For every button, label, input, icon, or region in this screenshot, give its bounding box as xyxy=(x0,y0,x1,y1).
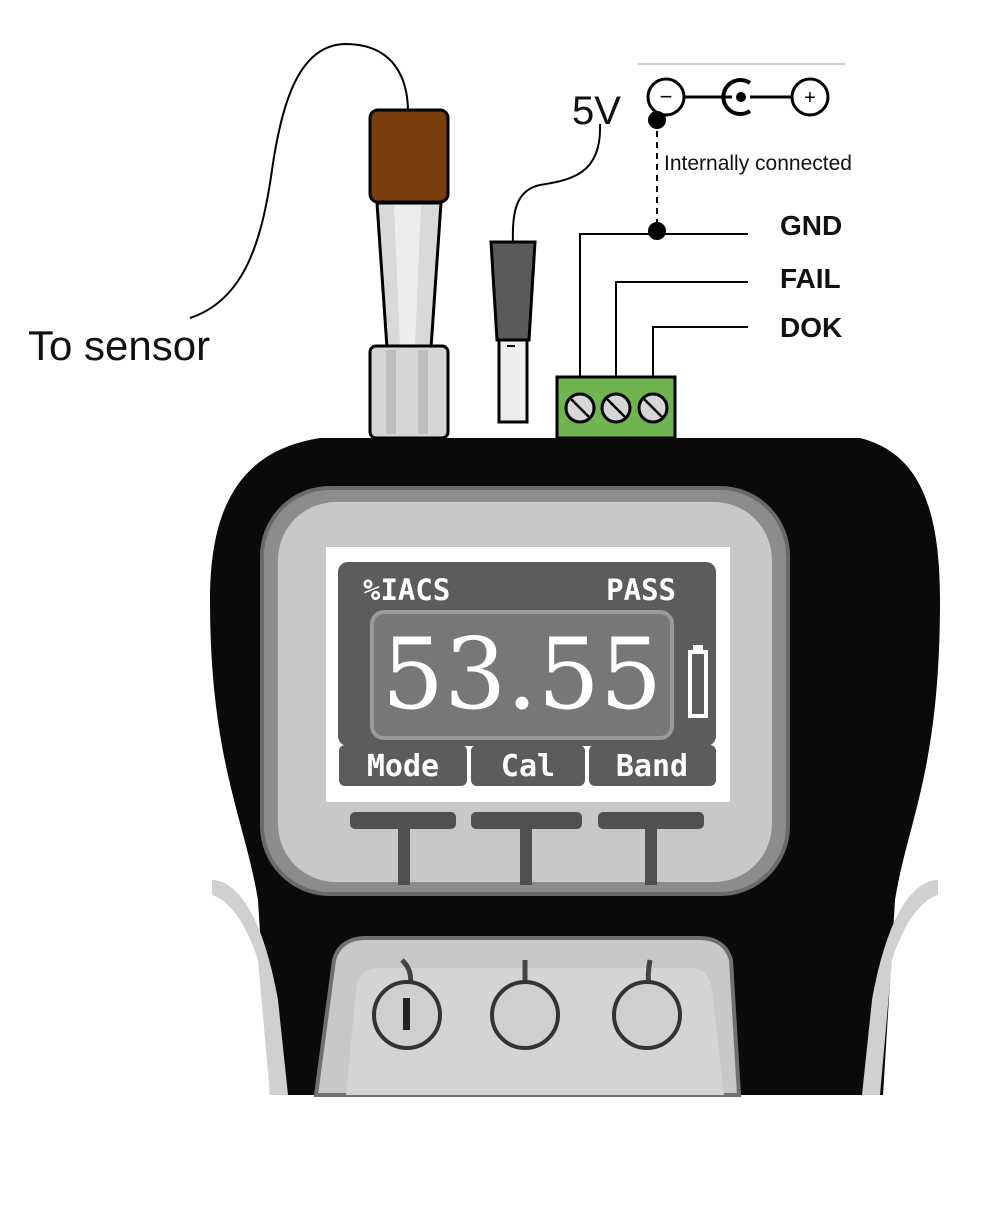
center-pin-icon xyxy=(721,78,752,116)
softkey-cal[interactable] xyxy=(471,745,585,786)
screw-fail-icon xyxy=(600,392,632,424)
minus-terminal-icon xyxy=(646,77,686,117)
power-icon xyxy=(403,998,410,1030)
softkey-band-label: Band xyxy=(616,749,688,784)
power-cable xyxy=(511,123,602,244)
polarity-symbol: − + xyxy=(646,77,830,117)
minus-symbol: − xyxy=(660,84,673,109)
power-button[interactable] xyxy=(372,980,442,1050)
right-grip xyxy=(862,880,938,1095)
middle-button[interactable] xyxy=(490,980,560,1050)
battery-icon xyxy=(688,645,708,718)
terminal-block xyxy=(555,375,677,440)
unit-label: %IACS xyxy=(363,573,450,607)
voltage-label: 5V xyxy=(572,89,621,133)
plus-symbol: + xyxy=(804,87,816,109)
terminal-wires xyxy=(579,233,748,380)
gnd-label: GND xyxy=(780,210,842,241)
sensor-plug-nut xyxy=(368,344,450,440)
power-plug xyxy=(489,240,537,424)
plus-terminal-icon xyxy=(790,77,830,117)
fail-label: FAIL xyxy=(780,263,841,294)
internal-connection-note: Internally connected xyxy=(664,152,852,175)
screw-dok-icon xyxy=(637,392,669,424)
sensor-plug-cap xyxy=(368,108,450,204)
sensor-cable xyxy=(189,42,409,319)
gnd-junction xyxy=(648,222,666,240)
softkey-bar: Mode Cal Band xyxy=(339,745,716,786)
softkey-mode-label: Mode xyxy=(367,749,439,784)
left-grip xyxy=(212,880,288,1095)
softkey-cal-label: Cal xyxy=(501,749,555,784)
softkey-links xyxy=(350,812,704,885)
reading-value: 53.55 xyxy=(382,618,663,732)
reading-box xyxy=(370,610,674,740)
screw-gnd-icon xyxy=(564,392,596,424)
status-label: PASS xyxy=(606,573,676,607)
dok-label: DOK xyxy=(780,312,842,343)
right-button[interactable] xyxy=(612,980,682,1050)
sensor-connector xyxy=(368,108,450,449)
to-sensor-label: To sensor xyxy=(28,322,210,369)
softkey-band[interactable] xyxy=(589,745,716,786)
softkey-mode[interactable] xyxy=(339,745,467,786)
